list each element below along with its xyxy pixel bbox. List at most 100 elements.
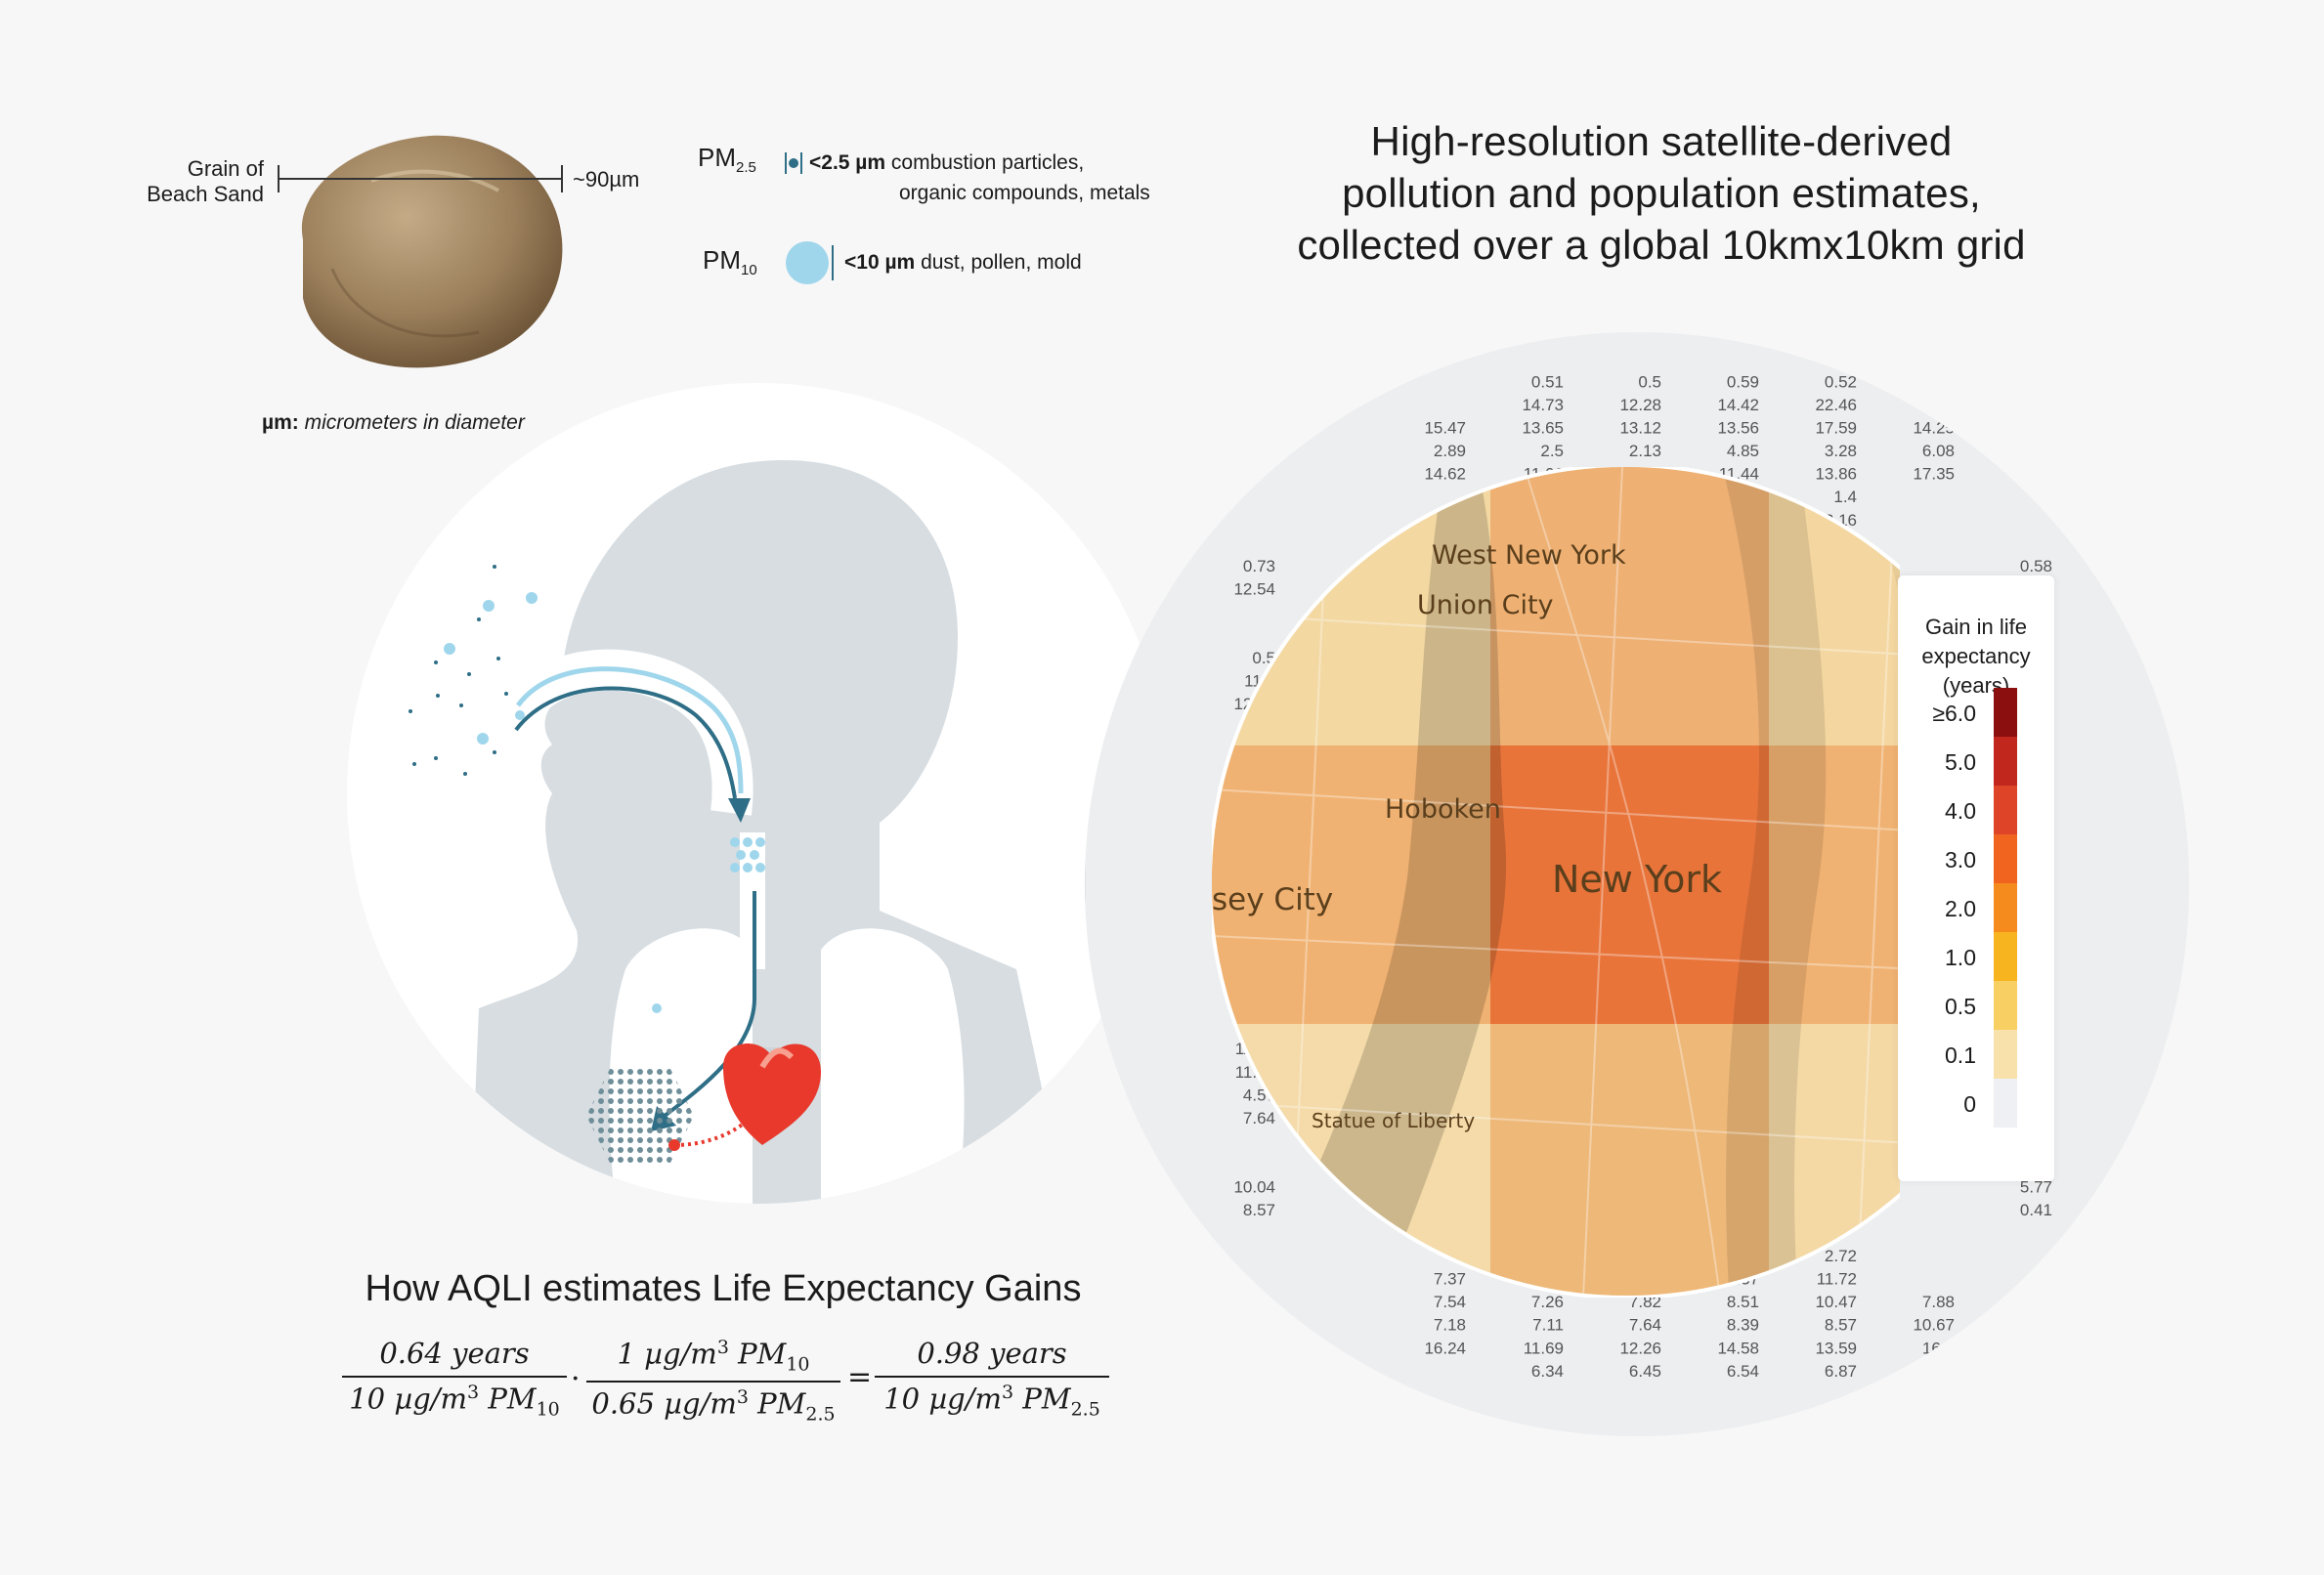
fraction-1-numerator: 0.64 years — [342, 1337, 567, 1378]
grid-number: 13.56 — [1717, 419, 1759, 438]
grid-number: 10.67 — [1913, 1316, 1955, 1335]
legend-color-swatch — [1994, 932, 2017, 981]
fraction-1: 0.64 years 10 µg/m3 PM10 — [342, 1337, 567, 1420]
equation-title: How AQLI estimates Life Expectancy Gains — [365, 1268, 1082, 1309]
grid-number: 16.2 — [1922, 1339, 1955, 1357]
pm25-desc-line1: combustion particles, — [890, 151, 1085, 174]
grid-number: 4.85 — [1727, 442, 1759, 460]
legend-tick-label: 0.5 — [1945, 994, 1976, 1019]
pm25-desc-line2: organic compounds, metals — [899, 182, 1150, 204]
respiratory-illustration — [347, 383, 1143, 1204]
grid-number: 11.69 — [1524, 1339, 1564, 1357]
grid-cell — [1212, 745, 1490, 1024]
legend-tick-label: 0.1 — [1945, 1043, 1976, 1068]
grid-number: 13.59 — [1815, 1339, 1857, 1357]
fraction-2: 1 µg/m3 PM10 0.65 µg/m3 PM2.5 — [586, 1337, 840, 1426]
grid-number: 22.46 — [1815, 396, 1857, 414]
pm10-desc: dust, pollen, mold — [921, 251, 1082, 274]
legend-tick-label: 3.0 — [1945, 847, 1976, 873]
sand-label-line1: Grain of — [187, 156, 264, 181]
pm25-label: PM2.5 — [698, 143, 756, 177]
footnote-unit: µm: — [262, 411, 299, 434]
fraction-3: 0.98 years 10 µg/m3 PM2.5 — [875, 1337, 1109, 1420]
legend-color-swatch — [1994, 981, 2017, 1030]
legend-color-swatch — [1994, 1079, 2017, 1128]
grid-number: 0.73 — [1243, 557, 1275, 575]
grid-number: 7.64 — [1629, 1316, 1661, 1335]
sand-label: Grain of Beach Sand — [108, 156, 264, 207]
fraction-2-denominator: 0.65 µg/m3 PM2.5 — [591, 1386, 836, 1426]
legend-title-line3: (years) — [1942, 673, 2010, 698]
map-label-new-york: New York — [1552, 858, 1722, 901]
grid-number: 17.59 — [1815, 419, 1857, 438]
fraction-2-numerator: 1 µg/m3 PM10 — [586, 1337, 840, 1383]
grid-number: 47.6 — [1243, 350, 1275, 368]
legend-title-line2: expectancy — [1921, 644, 2031, 668]
pm25-particle-icon — [785, 152, 802, 174]
grid-number: 16.24 — [1424, 1339, 1466, 1357]
grid-number: 6.98 — [1243, 1384, 1275, 1403]
fraction-3-denominator: 10 µg/m3 PM2.5 — [883, 1382, 1100, 1421]
legend-color-swatch — [1994, 737, 2017, 786]
sand-grain-image — [278, 135, 563, 368]
grid-number: 7.18 — [1434, 1316, 1466, 1335]
pm25-size: <2.5 µm — [809, 151, 886, 174]
map-label-union-city: Union City — [1417, 590, 1554, 620]
pm10-label: PM10 — [703, 245, 757, 279]
grid-cell — [1490, 1024, 1769, 1296]
title-line3: collected over a global 10kmx10km grid — [1297, 222, 2026, 268]
grid-number: 2.13 — [1629, 442, 1661, 460]
grid-number: 6.34 — [1531, 1362, 1564, 1381]
grid-number: 12.54 — [1233, 579, 1275, 598]
title-line2: pollution and population estimates, — [1342, 170, 1981, 216]
grid-number: 0.51 — [1531, 373, 1564, 392]
fraction-1-denominator: 10 µg/m3 PM10 — [349, 1382, 560, 1421]
legend-color-swatch — [1994, 834, 2017, 883]
legend-tick-label: 1.0 — [1945, 945, 1976, 970]
grid-number: 12.26 — [1619, 1339, 1661, 1357]
micrometer-footnote: µm: micrometers in diameter — [262, 411, 525, 435]
grid-number: 2.72 — [1825, 1247, 1857, 1265]
page-title: High-resolution satellite-derived pollut… — [1231, 115, 2091, 271]
grid-number: 7.88 — [1922, 1293, 1955, 1311]
grid-number: 17.35 — [1913, 465, 1955, 484]
grid-cell — [1490, 467, 1769, 745]
legend-tick-label: 4.0 — [1945, 798, 1976, 824]
footnote-text: micrometers in diameter — [298, 411, 525, 434]
grid-number: 13.65 — [1522, 419, 1564, 438]
grid-number: 2.5 — [1540, 442, 1564, 460]
grid-number: 8.51 — [1727, 1293, 1759, 1311]
grid-number: 12.28 — [1619, 396, 1661, 414]
map-label-jersey-city: sey City — [1212, 882, 1333, 917]
legend-tick-label: 2.0 — [1945, 896, 1976, 921]
grid-number: 14.73 — [1522, 396, 1564, 414]
grid-number: 7.26 — [1531, 1293, 1564, 1311]
grid-number: 10.04 — [1233, 1177, 1275, 1196]
legend-tick-label: ≥6.0 — [1932, 701, 1976, 726]
grid-number: 13.12 — [1619, 419, 1661, 438]
pm10-particle-icon — [786, 241, 834, 284]
grid-number: 7.11 — [1532, 1316, 1564, 1335]
grid-number: 14.62 — [1424, 465, 1466, 484]
grid-number: 7.34 — [2020, 1384, 2052, 1403]
grid-number: 11.72 — [1817, 1270, 1857, 1289]
grid-number: 6.54 — [1727, 1362, 1759, 1381]
legend-tick-label: 0 — [1963, 1091, 1976, 1117]
legend-title: Gain in life expectancy (years) — [1898, 613, 2054, 701]
fraction-3-numerator: 0.98 years — [875, 1337, 1109, 1378]
grid-number: 6.08 — [1922, 442, 1955, 460]
equals-sign: = — [847, 1360, 873, 1394]
legend-color-swatch — [1994, 1030, 2017, 1079]
grid-number: 13.86 — [1815, 465, 1857, 484]
multiply-dot: · — [571, 1362, 581, 1396]
grid-cell — [1769, 745, 1900, 1024]
legend-tick-label: 5.0 — [1945, 749, 1976, 775]
map-label-hoboken: Hoboken — [1385, 794, 1501, 825]
grid-number: 7.64 — [1243, 1109, 1275, 1128]
grid-number: 47.73 — [2010, 350, 2052, 368]
title-line1: High-resolution satellite-derived — [1370, 118, 1953, 164]
legend-color-swatch — [1994, 688, 2017, 737]
grid-cell — [1490, 745, 1769, 1024]
grid-number: 8.57 — [1825, 1316, 1857, 1335]
grid-number: 5.77 — [2020, 1177, 2052, 1196]
